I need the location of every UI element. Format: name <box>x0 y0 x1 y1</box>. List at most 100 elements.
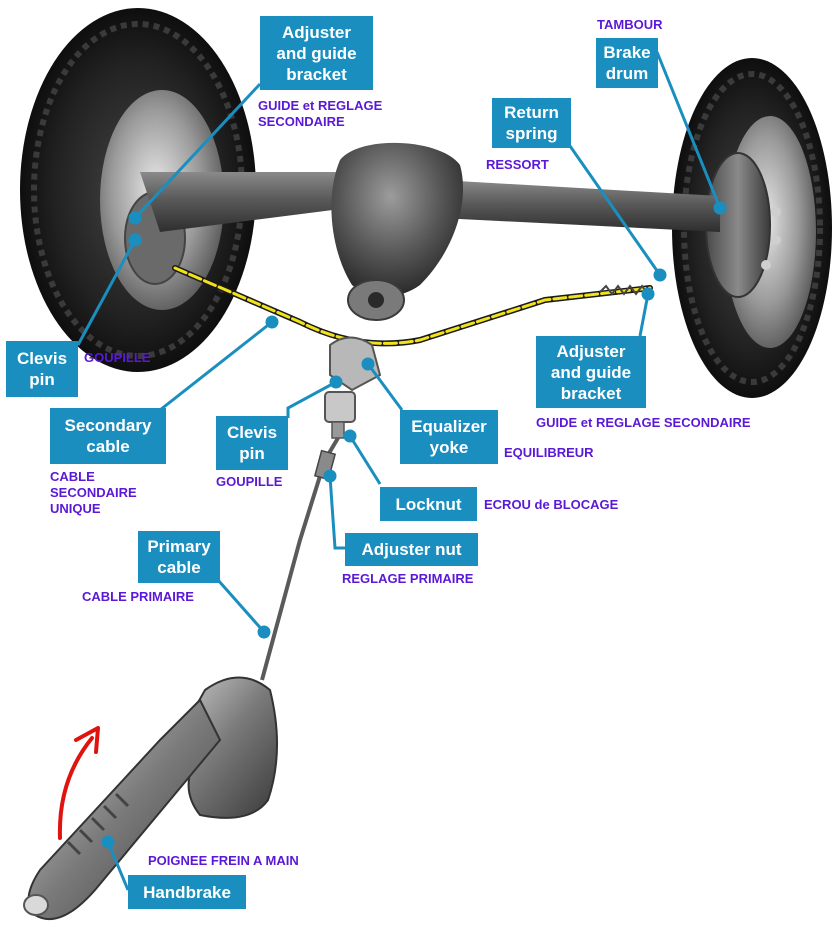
leader-dot <box>361 357 375 371</box>
callout-handbrake: Handbrake <box>128 875 246 909</box>
right-tire-tread <box>681 71 823 385</box>
fr-equalizer-yoke: EQUILIBREUR <box>504 445 594 461</box>
fr-secondary-cable: CABLE SECONDAIRE UNIQUE <box>50 469 137 517</box>
fr-line: GUIDE et REGLAGE <box>258 98 383 113</box>
label-line: Handbrake <box>143 882 231 902</box>
fr-primary-cable: CABLE PRIMAIRE <box>82 589 194 605</box>
label-line: cable <box>157 558 201 577</box>
label-line: Adjuster <box>282 22 351 42</box>
fr-clevis-left: GOUPILLE <box>84 350 150 366</box>
callout-clevis-pin-center: Clevis pin <box>216 416 288 470</box>
leader-brake-drum <box>655 51 722 209</box>
wheel-stud <box>761 260 771 270</box>
fr-clevis-center: GOUPILLE <box>216 474 282 490</box>
callout-primary-cable: Primary cable <box>138 531 220 583</box>
leader-return-spring <box>568 145 662 276</box>
handbrake-lever <box>23 676 279 920</box>
leader-dot <box>641 287 655 301</box>
label-line: Adjuster nut <box>361 540 462 559</box>
leader-dot <box>323 469 337 483</box>
leader-clevis-left <box>76 239 137 346</box>
label-line: bracket <box>560 383 622 403</box>
fr-brake-drum: TAMBOUR <box>597 17 662 33</box>
leader-dot <box>329 375 343 389</box>
label-line: spring <box>505 124 558 143</box>
leader-adjuster-left <box>133 82 262 220</box>
label-line: Brake <box>603 43 651 62</box>
label-line: Equalizer <box>411 417 487 436</box>
pinion-center <box>368 292 384 308</box>
pull-direction-arrow-icon <box>57 726 100 840</box>
wheel-stud <box>771 207 781 217</box>
callout-adjuster-nut: Adjuster nut <box>345 533 478 566</box>
callout-brake-drum: Brake drum <box>596 38 658 88</box>
fr-line: GUIDE et REGLAGE SECONDAIRE <box>536 415 751 430</box>
fr-line: EQUILIBREUR <box>504 445 594 460</box>
callout-clevis-pin-left: Clevis pin <box>6 341 78 397</box>
leader-equalizer-yoke <box>366 363 404 411</box>
label-line: bracket <box>286 64 347 84</box>
fr-line: REGLAGE PRIMAIRE <box>342 571 474 586</box>
fr-line: POIGNEE FREIN A MAIN <box>148 853 299 868</box>
leader-dot <box>343 429 357 443</box>
leader-lines <box>76 51 727 891</box>
leader-dot <box>265 315 279 329</box>
fr-adjuster-left: GUIDE et REGLAGE SECONDAIRE <box>258 98 382 130</box>
label-line: Adjuster <box>556 341 626 361</box>
fr-line: GOUPILLE <box>216 474 283 489</box>
callout-equalizer-yoke: Equalizer yoke <box>400 410 498 464</box>
fr-locknut: ECROU de BLOCAGE <box>484 497 618 513</box>
leader-dot <box>713 201 727 215</box>
equalizer-assembly <box>324 336 382 439</box>
return-spring-shape <box>599 284 649 296</box>
label-line: cable <box>86 437 130 456</box>
leader-dot <box>257 625 271 639</box>
label-line: and guide <box>276 43 357 63</box>
left-axle-tube <box>140 172 372 232</box>
fr-adjuster-right: GUIDE et REGLAGE SECONDAIRE <box>536 415 751 431</box>
label-line: drum <box>605 64 649 83</box>
fr-line: SECONDAIRE <box>50 485 137 500</box>
leader-clevis-center <box>286 380 337 418</box>
fr-line: CABLE <box>50 469 95 484</box>
fr-line: ECROU de BLOCAGE <box>484 497 619 512</box>
callout-return-spring: Return spring <box>492 98 571 148</box>
label-line: pin <box>29 370 55 389</box>
leader-secondary-cable <box>159 320 273 412</box>
leader-dot <box>128 211 142 225</box>
fr-adjuster-nut: REGLAGE PRIMAIRE <box>342 571 473 587</box>
label-line: Clevis <box>226 423 278 442</box>
primary-cable-drawing <box>260 436 340 681</box>
right-wheel <box>672 58 832 398</box>
leader-primary-cable <box>216 579 266 633</box>
callout-locknut: Locknut <box>380 487 477 521</box>
callout-adjuster-guide-bracket-left: Adjuster and guide bracket <box>260 16 373 90</box>
leader-locknut <box>348 435 382 485</box>
label-line: pin <box>239 444 265 463</box>
fr-line: GOUPILLE <box>84 350 151 365</box>
fr-line: CABLE PRIMAIRE <box>82 589 194 604</box>
leader-dot <box>128 233 142 247</box>
fr-line: SECONDAIRE <box>258 114 345 129</box>
leader-adjuster-nut <box>328 475 345 550</box>
right-axle-tube <box>440 180 720 232</box>
fr-line: TAMBOUR <box>597 17 663 32</box>
fr-line: RESSORT <box>486 157 549 172</box>
differential <box>331 142 464 297</box>
fr-return-spring: RESSORT <box>486 157 549 173</box>
label-line: Locknut <box>395 494 462 514</box>
label-line: Return <box>504 103 559 122</box>
fr-handbrake: POIGNEE FREIN A MAIN <box>148 853 299 869</box>
label-line: Primary <box>147 537 211 556</box>
axle-housing <box>140 142 720 321</box>
leader-dot <box>101 835 115 849</box>
label-line: yoke <box>429 438 469 457</box>
label-line: and guide <box>550 362 632 382</box>
callout-secondary-cable: Secondary cable <box>50 408 166 464</box>
label-line: Clevis <box>16 349 68 368</box>
callout-adjuster-guide-bracket-right: Adjuster and guide bracket <box>536 336 646 408</box>
leader-dot <box>653 268 667 282</box>
wheel-stud <box>771 235 781 245</box>
